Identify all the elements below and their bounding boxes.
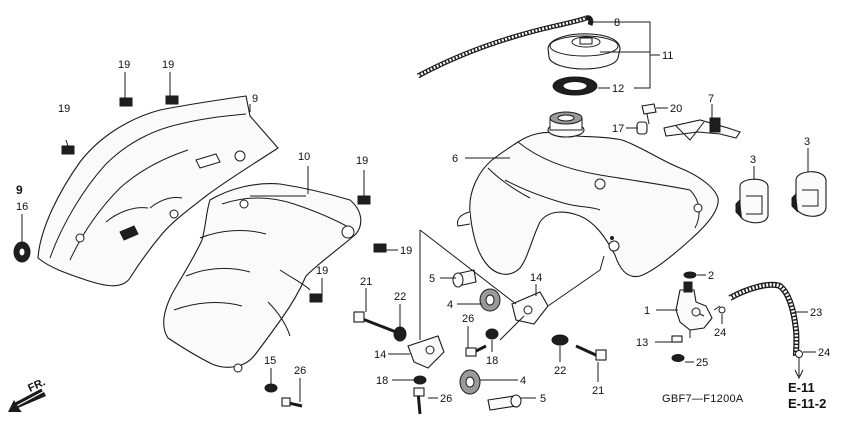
callout-23: 23	[810, 307, 822, 319]
breather-clip	[663, 117, 741, 141]
callout-19-e: 19	[400, 245, 412, 257]
hose-clip-24-a	[718, 306, 726, 314]
callout-14-a: 14	[374, 349, 386, 361]
washer-2	[683, 271, 697, 279]
callout-22-a: 22	[394, 291, 406, 303]
collar-22-a	[393, 326, 407, 342]
fuel-hose-top	[416, 15, 594, 79]
callout-24-b: 24	[818, 347, 830, 359]
front-label: FR.	[26, 376, 47, 394]
callout-17: 17	[612, 123, 624, 135]
callout-26-c: 26	[462, 313, 474, 325]
right-shroud	[163, 183, 362, 373]
callout-22-b: 22	[554, 365, 566, 377]
bolt-19-d	[357, 195, 371, 205]
front-arrow-icon	[8, 388, 46, 412]
callout-14-b: 14	[530, 272, 542, 284]
callout-3-left: 3	[750, 154, 756, 166]
grommet-17	[636, 121, 648, 135]
callout-26-a: 26	[294, 365, 306, 377]
bolt-19-b	[119, 97, 133, 107]
callout-11: 11	[662, 50, 673, 62]
rubber-4-a	[479, 288, 501, 312]
callout-18-b: 18	[486, 355, 498, 367]
callout-15: 15	[264, 355, 276, 367]
bolt-21-b	[575, 344, 607, 361]
callout-10: 10	[298, 151, 310, 163]
ref-e11: E-11	[788, 380, 815, 395]
callout-19-f: 19	[316, 265, 328, 277]
callout-16: 16	[16, 201, 28, 213]
callout-25: 25	[696, 357, 708, 369]
callout-21-a: 21	[360, 276, 372, 288]
callout-4-a: 4	[447, 299, 453, 311]
callout-9-left: 9	[16, 183, 23, 197]
tank-rubber-mount-right	[791, 171, 827, 217]
collar-18-a	[413, 375, 427, 385]
callout-20: 20	[670, 103, 682, 115]
collar-15	[264, 383, 278, 393]
diagram-code: GBF7—F1200A	[662, 393, 744, 405]
callout-13: 13	[636, 337, 648, 349]
bolt-19-e	[373, 243, 387, 253]
callout-24-a: 24	[714, 327, 726, 339]
callout-19-c: 19	[58, 103, 70, 115]
collar-18-b	[485, 328, 499, 340]
callout-12: 12	[612, 83, 624, 95]
callout-2: 2	[708, 270, 714, 282]
drain-screw-13	[671, 335, 683, 343]
collar-5-b	[487, 394, 522, 411]
callout-19-a: 19	[118, 59, 130, 71]
ref-e11-2: E-11-2	[788, 396, 826, 411]
bolt-19-c	[165, 95, 179, 105]
callout-1: 1	[644, 305, 650, 317]
grommet-16	[13, 241, 31, 263]
cap-gasket	[552, 76, 598, 96]
callout-4-b: 4	[520, 375, 526, 387]
left-shroud	[37, 95, 279, 287]
callout-6: 6	[452, 153, 458, 165]
washer-25	[671, 354, 685, 362]
callout-18-a: 18	[376, 375, 388, 387]
collar-5-a	[452, 269, 477, 288]
bolt-19-a	[61, 145, 75, 155]
bolt-26-b	[413, 387, 425, 415]
fuel-tank	[457, 111, 719, 278]
bolt-26-c	[465, 344, 487, 357]
callout-5-b: 5	[540, 393, 546, 405]
bolt-26-a	[281, 397, 303, 408]
callout-19-d: 19	[356, 155, 368, 167]
callout-8: 8	[614, 17, 620, 29]
callout-19-b: 19	[162, 59, 174, 71]
callout-21-b: 21	[592, 385, 604, 397]
bolt-20	[641, 103, 657, 125]
bolt-19-f	[309, 293, 323, 303]
fuel-cap	[547, 33, 621, 70]
leader-lines	[21, 21, 816, 402]
hose-clip-24-b	[795, 350, 803, 358]
bracket-14-a	[407, 335, 445, 369]
fuel-hose-23	[728, 281, 800, 357]
fuel-valve	[675, 281, 721, 338]
callout-9-top: 9	[252, 93, 258, 105]
bracket-14-b	[511, 291, 549, 325]
callout-5-a: 5	[429, 273, 435, 285]
callout-3-right: 3	[804, 136, 810, 148]
callout-26-b: 26	[440, 393, 452, 405]
bolt-21-a	[353, 311, 397, 334]
rubber-4-b	[459, 369, 481, 395]
collar-22-b	[551, 334, 569, 346]
tank-rubber-mount-left	[735, 178, 769, 224]
callout-7: 7	[708, 93, 714, 105]
